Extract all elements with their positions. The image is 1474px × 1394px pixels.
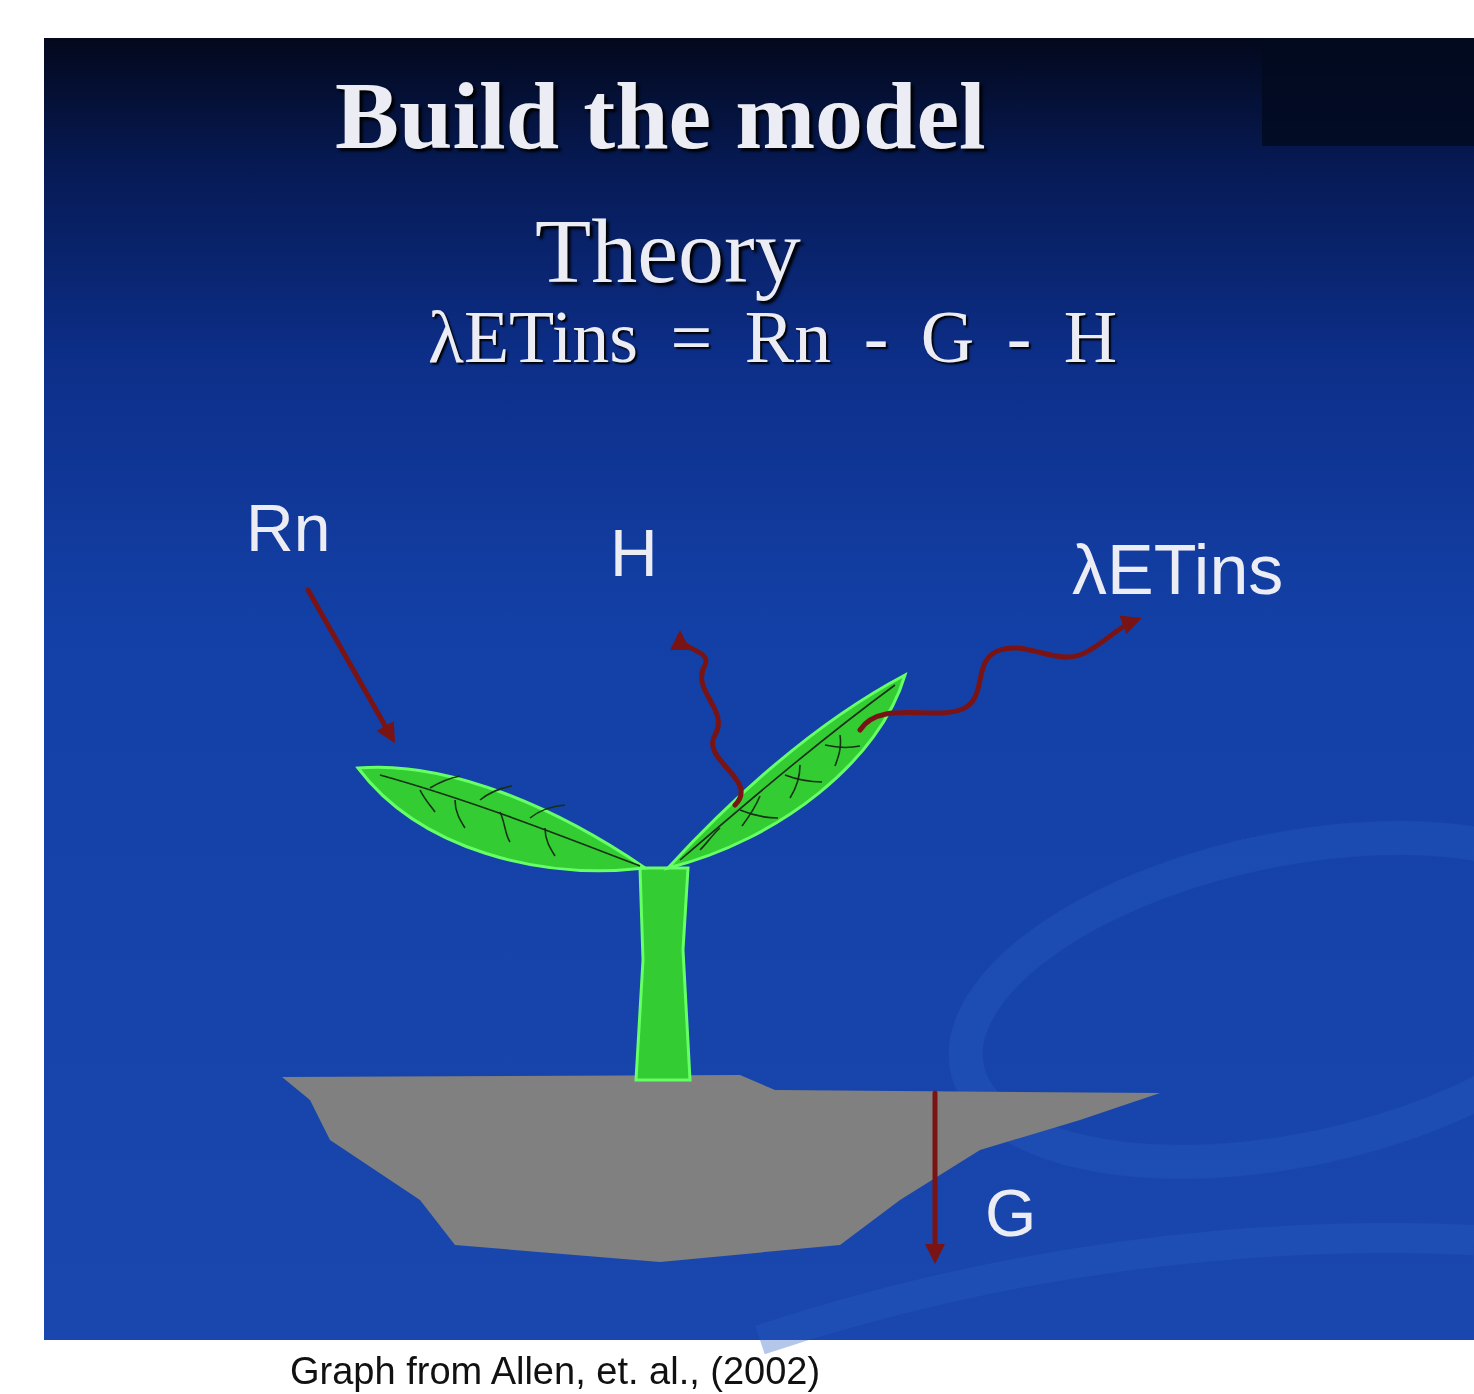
- background-swirl: [760, 785, 1474, 1340]
- sensible-heat-arrow: [680, 636, 741, 805]
- plant-stem: [636, 868, 690, 1080]
- plant-leaf: [358, 767, 645, 870]
- flux-label: λETins: [1072, 535, 1283, 605]
- leaf-veins: [380, 775, 640, 866]
- latent-heat-arrow: [860, 620, 1136, 730]
- leaf-veins: [680, 685, 895, 860]
- figure-caption-slot: Graph from Allen, et. al., (2002): [290, 1352, 820, 1390]
- energy-balance-equation: λETins = Rn - G - H: [428, 300, 1117, 374]
- soil-ground: [282, 1075, 1160, 1262]
- slide-subtitle-slot: Theory: [535, 205, 801, 297]
- flux-label: Rn: [246, 495, 330, 561]
- slide-title: Build the model: [335, 68, 986, 164]
- flux-label: H: [610, 520, 658, 586]
- flux-label-slot: λETins: [1072, 535, 1283, 605]
- flux-label-slot: H: [610, 520, 658, 586]
- slide-title-slot: Build the model: [335, 68, 986, 164]
- energy-balance-equation-slot: λETins = Rn - G - H: [428, 300, 1117, 374]
- figure-caption: Graph from Allen, et. al., (2002): [290, 1352, 820, 1390]
- corner-shade: [1262, 38, 1474, 146]
- slide-subtitle: Theory: [535, 205, 801, 297]
- flux-label: G: [985, 1180, 1036, 1246]
- plant-leaf: [668, 675, 905, 868]
- net-radiation-arrow: [308, 590, 392, 738]
- flux-label-slot: Rn: [246, 495, 330, 561]
- soil-heat-arrow: [933, 1093, 938, 1258]
- flux-label-slot: G: [985, 1180, 1036, 1246]
